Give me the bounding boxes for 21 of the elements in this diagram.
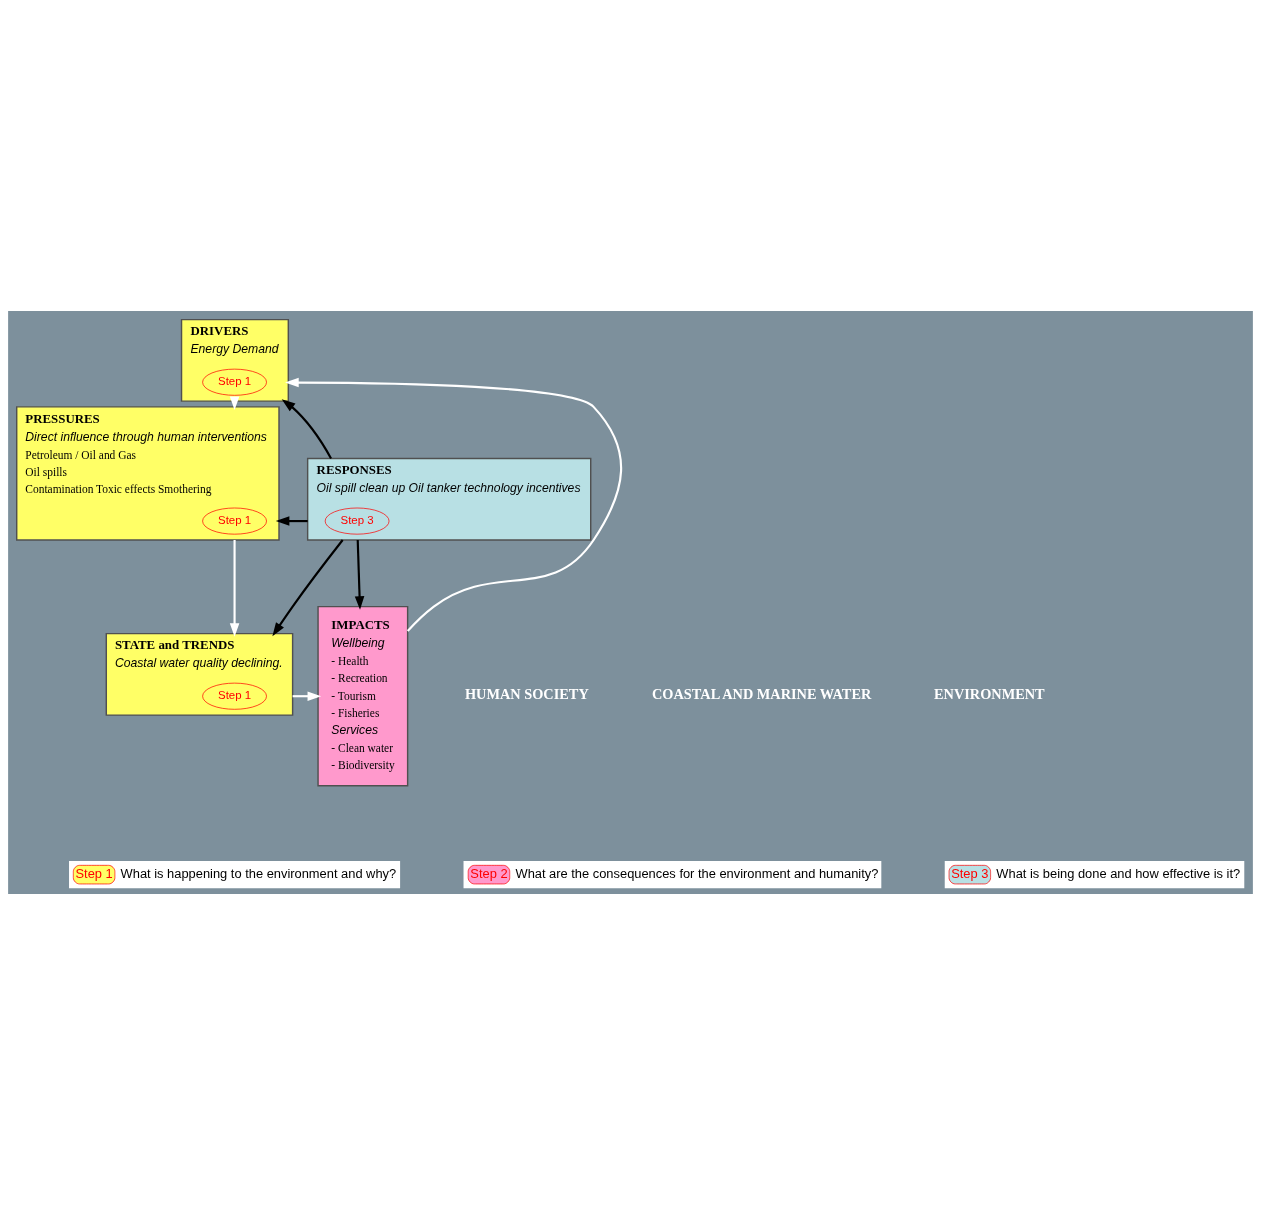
- arrow: [272, 539, 344, 637]
- arrow: [229, 396, 240, 411]
- legend-label: Step 2: [470, 865, 508, 881]
- label: What is being done and how effective is it?: [996, 865, 1241, 881]
- arrow: [354, 539, 365, 610]
- node-ellipse: Step 1: [202, 507, 267, 535]
- legend-label: Step 1: [75, 865, 113, 881]
- arrow: [275, 516, 308, 526]
- label: What are the consequences for the environment and humanity?: [515, 865, 879, 881]
- label: HUMAN SOCIETY: [464, 686, 589, 703]
- label: What is happening to the environment and why?: [120, 865, 397, 881]
- legend-label: Step 3: [951, 865, 989, 881]
- node-ellipse: Step 1: [202, 682, 267, 710]
- node-box: IMPACTS Wellbeing - Health - Recreation - Tourism - Fisheries Services - Clean water - Biodiversity: [317, 605, 409, 787]
- arrow: [281, 399, 332, 459]
- node-ellipse: Step 1: [202, 368, 267, 396]
- node-ellipse: Step 3: [324, 507, 390, 535]
- label: COASTAL AND MARINE WATER: [652, 686, 872, 703]
- arrow: [285, 377, 623, 632]
- arrow: [229, 540, 240, 637]
- label: ENVIRONMENT: [933, 686, 1045, 703]
